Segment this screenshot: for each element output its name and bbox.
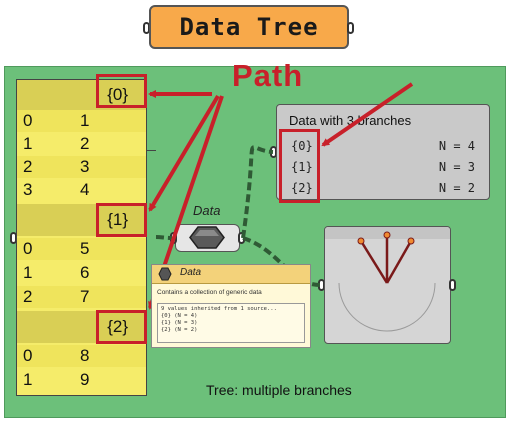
item-index: 0: [23, 346, 33, 365]
item-index: 0: [23, 111, 33, 130]
item-index: 1: [23, 263, 33, 282]
tooltip-title: Data: [180, 267, 202, 278]
item-index: 2: [23, 287, 33, 306]
item-index: 2: [23, 157, 33, 176]
branch-row-count: N = 4: [438, 139, 475, 153]
gauge-node[interactable]: [324, 226, 451, 344]
item-index: 3: [23, 180, 33, 199]
branch-row-count: N = 3: [438, 160, 475, 174]
dial-graphic: [338, 231, 436, 332]
path-highlight-0: [96, 74, 147, 108]
data-param-node[interactable]: [175, 224, 240, 252]
item-index: 1: [23, 134, 33, 153]
item-value: 2: [80, 134, 90, 153]
branch-row-count: N = 2: [438, 181, 475, 195]
data-param-output-grip[interactable]: [238, 232, 245, 244]
branch-panel-title: Data with 3 branches: [289, 113, 412, 128]
item-value: 3: [80, 157, 90, 176]
item-value: 9: [80, 370, 90, 389]
tooltip-line: {0} (N = 4): [161, 313, 198, 319]
item-value: 6: [80, 263, 90, 282]
title-node-label: Data Tree: [179, 13, 319, 41]
gauge-output-grip[interactable]: [449, 279, 456, 291]
tooltip-line: {2} (N = 2): [161, 327, 198, 333]
branch-path: {2}: [107, 317, 128, 336]
path-annotation-label: Path: [232, 58, 304, 93]
tooltip-summary-box: 9 values inherited from 1 source... {0} …: [157, 303, 305, 343]
tooltip-summary: 9 values inherited from 1 source...: [161, 306, 277, 312]
title-node[interactable]: Data Tree: [149, 5, 349, 49]
branch-header: {2}: [17, 311, 146, 343]
data-param-label: Data: [193, 203, 221, 218]
path-highlight-1: [96, 203, 147, 237]
branch-path: {0}: [107, 85, 128, 104]
hexagon-icon: [158, 267, 172, 281]
item-value: 4: [80, 180, 90, 199]
branch-row-path: {2}: [291, 181, 313, 195]
canvas-caption: Tree: multiple branches: [206, 382, 352, 398]
tooltip-line: {1} (N = 3): [161, 320, 198, 326]
path-highlight-column: [279, 129, 320, 203]
branch-row-path: {0}: [291, 139, 313, 153]
item-value: 8: [80, 346, 90, 365]
title-output-grip[interactable]: [347, 22, 354, 34]
branch-path: {1}: [107, 210, 128, 229]
item-value: 5: [80, 239, 90, 258]
path-highlight-2: [96, 310, 147, 344]
branch-header: {1}: [17, 204, 146, 236]
item-index: 0: [23, 239, 33, 258]
item-value: 1: [80, 111, 90, 130]
panel-output-stub: [146, 150, 156, 155]
branch-row-path: {1}: [291, 160, 313, 174]
tooltip-description: Contains a collection of generic data: [157, 289, 262, 296]
item-value: 7: [80, 287, 90, 306]
hexagon-icon: [189, 226, 225, 249]
data-tooltip: Data Contains a collection of generic da…: [151, 264, 311, 348]
tooltip-header: Data: [152, 265, 310, 284]
data-param-input-grip[interactable]: [170, 232, 177, 244]
item-index: 1: [23, 370, 33, 389]
